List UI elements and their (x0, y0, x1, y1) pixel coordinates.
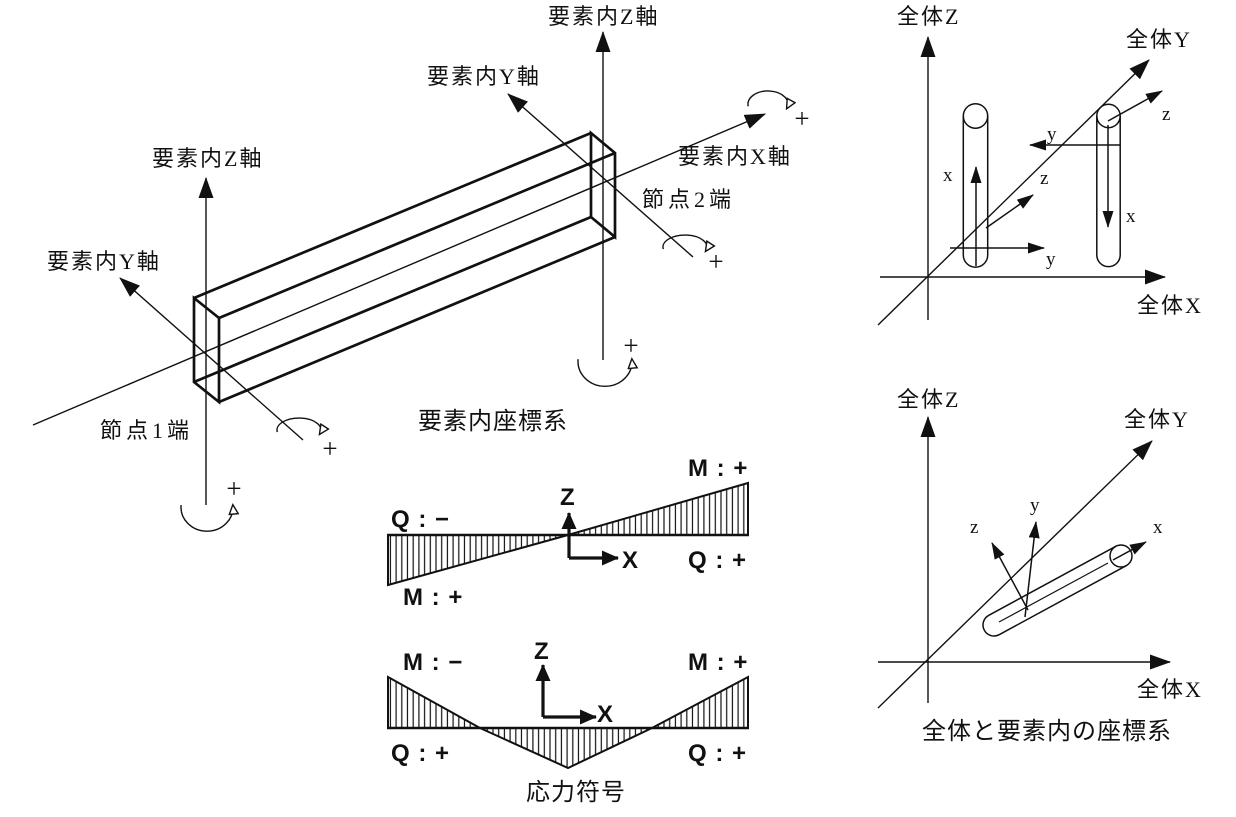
beam-z-arrow (991, 542, 1029, 611)
beam-local-axes (991, 521, 1147, 618)
node2-y-axis-line (507, 93, 694, 258)
global-y-axis-line (877, 440, 1153, 709)
rotation-plus-sign: + (623, 330, 639, 361)
moment-region (387, 675, 484, 729)
shear-sign-label: Q : + (688, 740, 748, 767)
moment-region (479, 727, 653, 770)
col2-z-arrow (1107, 90, 1163, 122)
shear-sign-label: Q : + (688, 547, 748, 574)
global-top-axes (877, 36, 1166, 326)
node2-y-rotation-arc (662, 234, 707, 251)
col1-z-label: z (1040, 168, 1049, 189)
rotation-plus-sign: + (708, 246, 724, 277)
z-axis-label: Z (534, 638, 550, 665)
stress-top-diagram (387, 481, 749, 587)
z-axis-label: Z (560, 484, 576, 511)
col2-x-label: x (1126, 206, 1136, 227)
global-x-label: 全体X (1137, 293, 1203, 318)
beam-y-arrow (1024, 521, 1040, 618)
beam-z-label: z (970, 517, 979, 538)
element-x-axis-line (32, 113, 766, 426)
node2-label: 節点2端 (642, 187, 736, 212)
moment-sign-label: M : − (403, 649, 464, 676)
x-axis-label: X (597, 701, 615, 728)
moment-sign-label: M : + (688, 455, 749, 482)
tilted-beam (982, 544, 1133, 637)
col1-z-arrow (985, 194, 1034, 229)
shear-sign-label: Q : − (391, 506, 451, 533)
global-z-label: 全体Z (897, 4, 961, 29)
global-y-axis-line (877, 59, 1150, 326)
moment-region (387, 534, 569, 587)
node1-z-rotation-arc (180, 505, 233, 532)
element-x-axis-label: 要素内X軸 (678, 144, 792, 169)
node1-y-axis-line (119, 277, 304, 441)
node1-y-rotation-arc (276, 417, 321, 434)
node1-z-axis-label: 要素内Z軸 (152, 146, 264, 171)
node1-y-axis-label: 要素内Y軸 (47, 249, 161, 274)
beam-y-label: y (1030, 495, 1040, 516)
beam-x-arrow (1112, 541, 1147, 561)
shear-sign-label: Q : + (391, 740, 451, 767)
rotation-plus-sign: + (322, 433, 338, 464)
node1-label: 節点1端 (100, 418, 194, 443)
moment-sign-label: M : + (403, 584, 464, 611)
col2-z-label: z (1162, 104, 1171, 125)
global-x-label: 全体X (1137, 677, 1203, 702)
node2-z-rotation-arc (577, 359, 632, 387)
global-bottom-axes (877, 416, 1171, 709)
col2-y-label: y (1047, 124, 1057, 145)
global-y-label: 全体Y (1126, 27, 1192, 52)
global-y-label: 全体Y (1124, 407, 1190, 432)
moment-sign-label: M : + (688, 649, 749, 676)
rotation-plus-sign: + (794, 103, 810, 134)
node2-z-axis-label: 要素内Z軸 (548, 4, 660, 29)
col1-x-label: x (943, 165, 953, 186)
node2-y-axis-label: 要素内Y軸 (427, 64, 541, 89)
element-diagram-caption: 要素内座標系 (418, 409, 568, 435)
rotation-arrows (180, 90, 788, 532)
global-z-label: 全体Z (897, 387, 961, 412)
column-local-axes (950, 90, 1163, 266)
rotation-plus-sign: + (226, 473, 242, 504)
moment-region (651, 675, 749, 729)
beam-wireframe (192, 130, 617, 405)
column-1 (962, 103, 989, 268)
node2-x-rotation-arc (747, 90, 788, 108)
stress-diagram-caption: 応力符号 (526, 780, 626, 806)
global-diagram-caption: 全体と要素内の座標系 (922, 719, 1172, 745)
col1-y-label: y (1046, 249, 1056, 270)
x-axis-label: X (622, 547, 640, 574)
element-axes (32, 31, 766, 505)
beam-x-label: x (1153, 517, 1163, 538)
moment-region (567, 481, 749, 536)
stress-bottom-diagram (387, 664, 749, 770)
